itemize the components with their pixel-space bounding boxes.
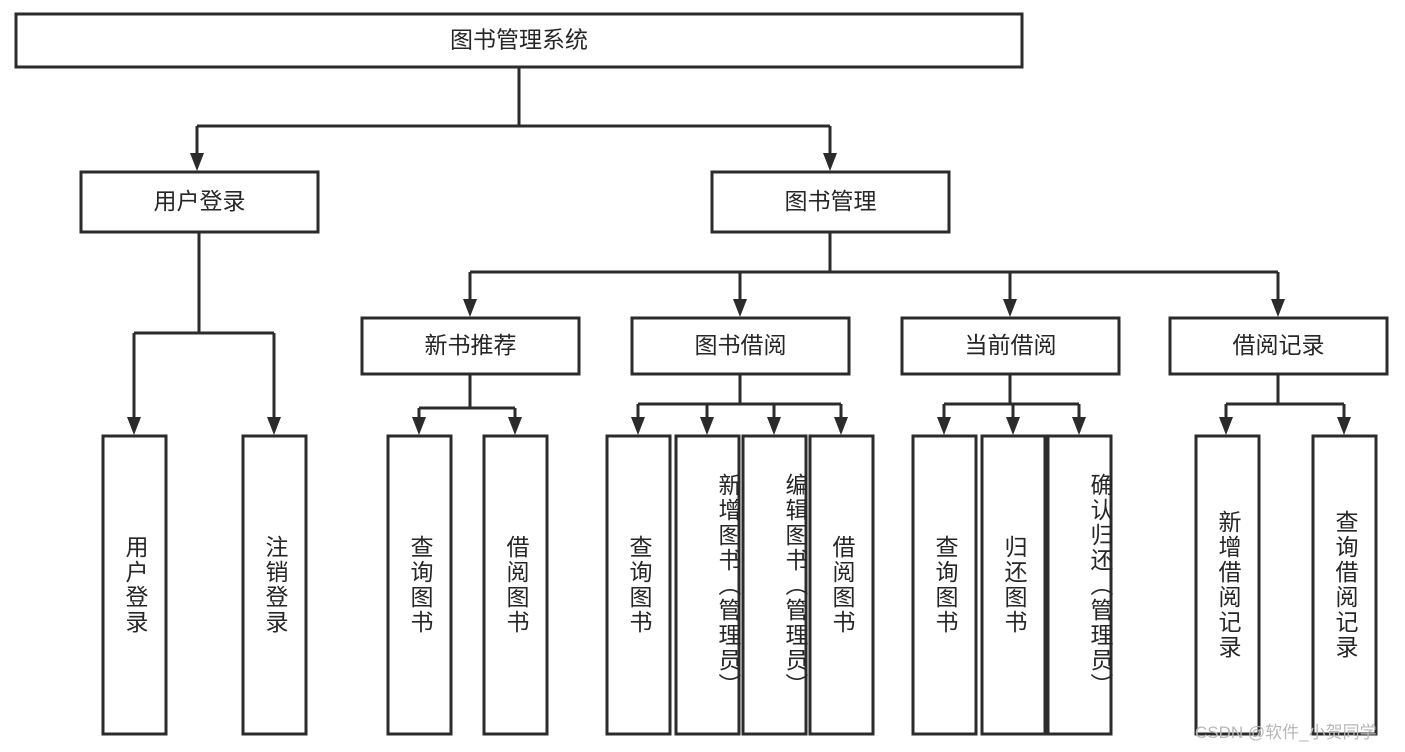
node-box[interactable] [710,170,951,234]
node-box[interactable] [911,434,978,736]
node-box[interactable] [482,434,549,736]
arrow-head-icon [1219,417,1233,435]
node-borrow-record[interactable]: 借阅记录 [1168,316,1389,376]
node-label: 新书推荐 [425,332,517,358]
node-leaf-add-book[interactable] [674,434,741,736]
node-leaf-borrow-book[interactable] [808,434,875,736]
node-leaf-query-book-borrow[interactable] [605,434,672,736]
node-box[interactable] [980,434,1047,736]
node-current-borrow[interactable]: 当前借阅 [900,316,1121,376]
node-label: 图书管理 [785,188,877,214]
node-leaf-logout[interactable] [241,434,308,736]
node-box[interactable] [900,316,1121,376]
arrow-head-icon [267,417,281,435]
arrow-head-icon [733,299,747,317]
node-box[interactable] [101,434,168,736]
node-leaf-edit-book[interactable] [741,434,808,736]
arrow-head-icon [767,417,781,435]
node-leaf-borrow-book-rec[interactable] [482,434,549,736]
node-book-manage[interactable]: 图书管理 [710,170,951,234]
node-label: 用户登录 [154,188,246,214]
node-root[interactable]: 图书管理系统 [14,12,1024,69]
node-label: 借阅记录 [1233,332,1325,358]
node-box[interactable] [741,434,808,736]
node-box[interactable] [14,12,1024,69]
node-box[interactable] [79,170,320,234]
node-leaf-query-book-cur[interactable] [911,434,978,736]
connector-lines [127,67,1351,435]
node-box[interactable] [1311,434,1378,736]
arrow-head-icon [1072,417,1086,435]
connector-group [1219,374,1351,435]
node-label: 图书借阅 [695,332,787,358]
node-user-login[interactable]: 用户登录 [79,170,320,234]
node-label: 图书管理系统 [450,27,588,53]
node-leaf-user-login[interactable] [101,434,168,736]
node-book-borrow[interactable]: 图书借阅 [630,316,851,376]
node-leaf-return-book[interactable] [980,434,1047,736]
arrow-head-icon [1271,299,1285,317]
arrow-head-icon [508,417,522,435]
arrow-head-icon [631,417,645,435]
arrow-head-icon [1337,417,1351,435]
arrow-head-icon [412,417,426,435]
connector-group [127,232,281,435]
arrow-head-icon [937,417,951,435]
arrow-head-icon [823,153,837,171]
arrow-head-icon [463,299,477,317]
node-box[interactable] [241,434,308,736]
node-box[interactable] [808,434,875,736]
node-leaf-query-book-rec[interactable] [386,434,453,736]
arrow-head-icon [1003,299,1017,317]
node-box[interactable] [1046,434,1113,736]
node-label: 当前借阅 [965,332,1057,358]
connector-group [937,374,1086,435]
node-box[interactable] [360,316,581,376]
node-leaf-confirm-return[interactable] [1046,434,1113,736]
connector-group [190,67,837,171]
connector-group [463,232,1285,317]
csdn-watermark: CSDN @软件_小贺同学 [1195,723,1377,742]
node-box[interactable] [1168,316,1389,376]
arrow-head-icon [700,417,714,435]
arrow-head-icon [127,417,141,435]
node-box[interactable] [386,434,453,736]
arrow-head-icon [1006,417,1020,435]
arrow-head-icon [190,153,204,171]
node-box[interactable] [674,434,741,736]
node-new-book-rec[interactable]: 新书推荐 [360,316,581,376]
node-box[interactable] [1194,434,1261,736]
node-leaf-query-record[interactable] [1311,434,1378,736]
arrow-head-icon [834,417,848,435]
node-box[interactable] [605,434,672,736]
connector-group [412,374,522,435]
node-box[interactable] [630,316,851,376]
node-leaf-add-record[interactable] [1194,434,1261,736]
connector-group [631,374,848,435]
